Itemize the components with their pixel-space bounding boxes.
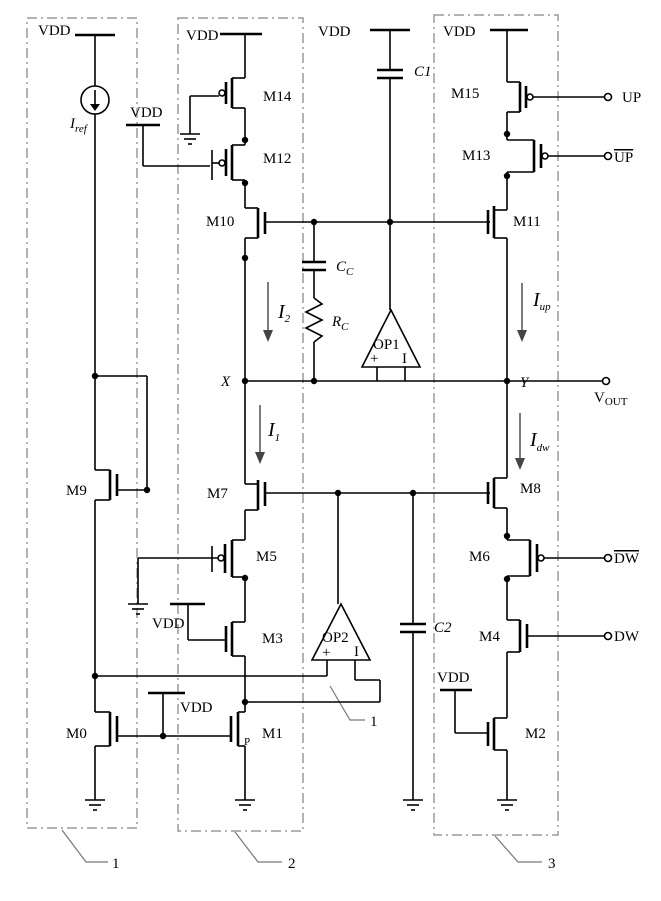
vdd-label-m12: VDD (130, 105, 163, 121)
vdd-label-m2: VDD (437, 670, 470, 686)
vout-label: VOUT (594, 390, 628, 408)
m10-label: M10 (206, 214, 234, 230)
m3-label: M3 (262, 631, 283, 647)
up-bar-terminal (603, 151, 613, 161)
dw-bar-terminal (603, 553, 613, 563)
m4-label: M4 (479, 629, 500, 645)
m11-label: M11 (513, 214, 541, 230)
up-terminal (603, 92, 613, 102)
m0-label: M0 (66, 726, 87, 742)
dw-bar-label: DW (614, 551, 640, 567)
m6-label: M6 (469, 549, 490, 565)
iup-label: Iup (532, 289, 551, 313)
i2-label: I2 (277, 301, 291, 325)
cc-label: CC (336, 259, 354, 278)
m2-label: M2 (525, 726, 546, 742)
dw-terminal (603, 631, 613, 641)
left-stack: VDD M14 VDD M12 M10 (126, 28, 490, 811)
group-3-number: 3 (548, 856, 556, 872)
vdd-label-1: VDD (38, 23, 71, 39)
m9-label: M9 (66, 483, 87, 499)
m15-label: M15 (451, 86, 479, 102)
op2-amplifier: OP2 + I (95, 493, 381, 703)
node-x-label: X (220, 374, 231, 390)
op2-plus: + (322, 645, 330, 661)
vdd-label-m1: VDD (180, 700, 213, 716)
m5-label: M5 (256, 549, 277, 565)
dw-label: DW (614, 629, 640, 645)
vdd-label-3: VDD (443, 24, 476, 40)
m1-p-mark: P (244, 736, 250, 748)
reference-branch: VDD Iref M9 M0 (38, 23, 230, 811)
op2-minus: I (354, 644, 359, 660)
m7-label: M7 (207, 486, 228, 502)
m14-label: M14 (263, 89, 292, 105)
group-box-1 (26, 17, 138, 829)
c1-capacitor: VDD C1 (318, 24, 432, 310)
group-boxes (26, 14, 559, 836)
group-1-number: 1 (112, 856, 120, 872)
c2-capacitor: C2 (400, 493, 452, 811)
idw-label: Idw (529, 429, 550, 454)
rc-resistor (304, 297, 324, 343)
node-y-label: Y (520, 375, 530, 391)
vdd-label-c1: VDD (318, 24, 351, 40)
op1-plus: + (370, 351, 378, 367)
op2-label: OP2 (322, 630, 349, 646)
m13-label: M13 (462, 148, 490, 164)
m12-label: M12 (263, 151, 291, 167)
right-stack: VDD M15 UP M13 UP M11 Y (437, 24, 641, 811)
op1-minus: I (402, 351, 407, 367)
up-bar-label: UP (614, 150, 633, 166)
i1-label: I1 (267, 419, 280, 444)
compensation-network: CC RC (302, 222, 354, 385)
rc-label: RC (331, 314, 349, 333)
vdd-label-2: VDD (186, 28, 219, 44)
op1-amplifier: OP1 + I (360, 308, 422, 381)
group-callouts: 1 2 3 1 (61, 685, 556, 872)
group-2-number: 2 (288, 856, 296, 872)
group-box-2 (177, 17, 304, 832)
group-box-3 (433, 14, 559, 836)
iref-label: Iref (69, 116, 89, 135)
vout-terminal (601, 376, 611, 386)
m1-label: M1 (262, 726, 283, 742)
m8-label: M8 (520, 481, 541, 497)
up-label: UP (622, 90, 641, 106)
c1-label: C1 (414, 64, 432, 80)
op1-label: OP1 (373, 337, 400, 353)
c2-label: C2 (434, 620, 452, 636)
vdd-label-m3: VDD (152, 616, 185, 632)
op2-callout-number: 1 (370, 714, 378, 730)
